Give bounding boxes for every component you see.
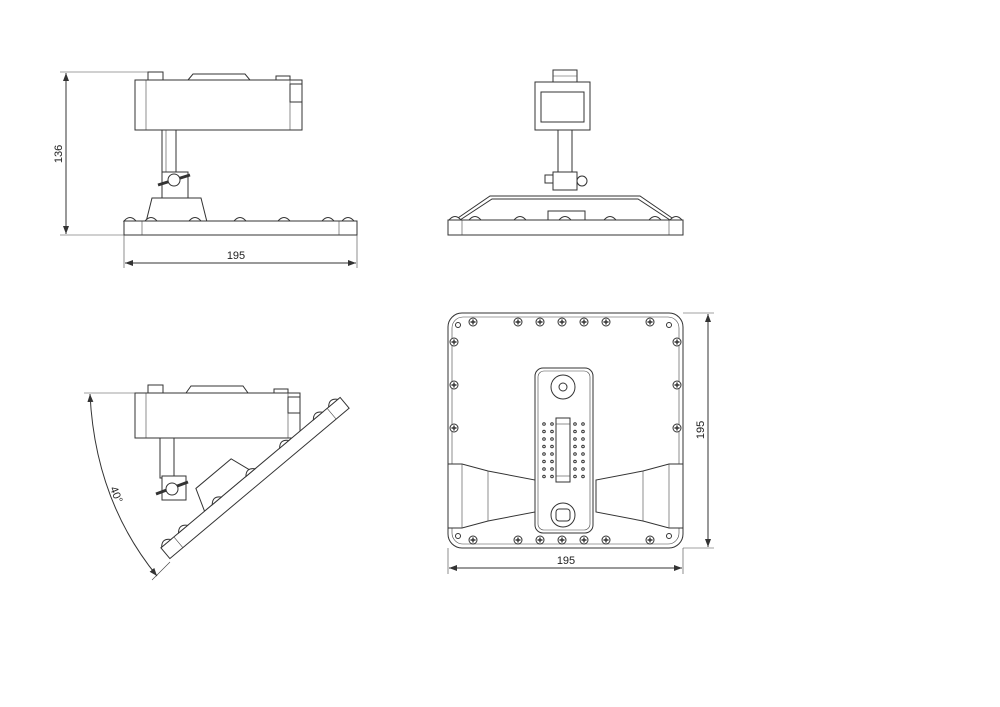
vent-hole — [581, 444, 585, 449]
vent-hole — [573, 452, 577, 456]
vent-hole — [542, 422, 546, 426]
bolt-head-icon — [177, 524, 189, 535]
vent-hole — [550, 452, 554, 456]
vent-hole — [542, 444, 546, 449]
bolt-head-icon — [328, 398, 339, 409]
bolt-head-icon — [122, 217, 138, 222]
bolt-head-icon — [447, 216, 463, 221]
bolt-head-icon — [187, 217, 203, 222]
vent-hole — [542, 429, 546, 434]
dimension-width-bottom: 195 — [447, 548, 684, 574]
vent-hole — [542, 474, 546, 479]
bolt-head-icon — [312, 411, 324, 422]
side-view — [447, 69, 684, 236]
vent-hole — [581, 422, 585, 426]
bolt-head-icon — [467, 216, 483, 221]
vent-hole — [573, 429, 577, 434]
vent-hole — [542, 459, 546, 464]
bolt-head-icon — [340, 217, 356, 222]
vent-hole — [581, 467, 585, 471]
bolt-head-icon — [276, 217, 292, 222]
dimension-label-height: 136 — [53, 145, 65, 163]
mounting-hole-icon — [666, 533, 672, 539]
bolt-head-icon — [143, 217, 159, 222]
vent-hole — [542, 467, 546, 471]
tilted-view: 40° — [84, 384, 350, 581]
mounting-hole-icon — [455, 533, 461, 539]
vent-hole — [550, 459, 554, 464]
bolt-head-icon — [245, 468, 257, 478]
bolt-head-icon — [279, 439, 290, 450]
dimension-label-width: 195 — [227, 250, 245, 262]
vent-hole — [581, 429, 585, 434]
vent-hole — [550, 474, 554, 479]
vent-hole — [550, 467, 554, 471]
vent-hole — [581, 437, 585, 441]
bolt-head-icon — [602, 216, 618, 221]
bottom-view: 195 195 — [447, 312, 714, 574]
dimension-label-angle: 40° — [107, 485, 124, 505]
dimension-height-bottom: 195 — [683, 312, 714, 549]
vent-hole — [573, 422, 577, 426]
bolt-head-icon — [161, 538, 172, 549]
vent-hole — [550, 429, 554, 434]
vent-hole — [550, 437, 554, 441]
vent-hole — [573, 459, 577, 464]
bolt-head-icon — [512, 216, 528, 221]
vent-hole — [573, 467, 577, 471]
vent-hole — [550, 444, 554, 449]
bolt-head-icon — [647, 216, 663, 221]
bolt-head-icon — [668, 216, 684, 221]
mounting-hole-icon — [455, 322, 461, 328]
mounting-hole-icon — [666, 322, 672, 328]
vent-hole — [542, 452, 546, 456]
vent-hole — [573, 444, 577, 449]
dimension-label-width-bottom: 195 — [557, 555, 575, 567]
vent-hole — [550, 422, 554, 426]
bolt-head-icon — [211, 496, 223, 506]
vent-hole — [581, 459, 585, 464]
bolt-head-icon — [557, 216, 573, 221]
dimension-angle: 40° — [84, 392, 171, 581]
vent-hole — [581, 474, 585, 479]
bolt-head-icon — [232, 217, 248, 222]
vent-hole — [581, 452, 585, 456]
front-view: 136 195 — [53, 71, 358, 268]
vent-hole — [573, 474, 577, 479]
dimension-label-height-bottom: 195 — [695, 421, 707, 439]
bolt-head-icon — [320, 217, 336, 222]
vent-hole — [573, 437, 577, 441]
dimension-width: 195 — [123, 235, 358, 268]
dimension-height: 136 — [53, 71, 148, 236]
vent-hole — [542, 437, 546, 441]
